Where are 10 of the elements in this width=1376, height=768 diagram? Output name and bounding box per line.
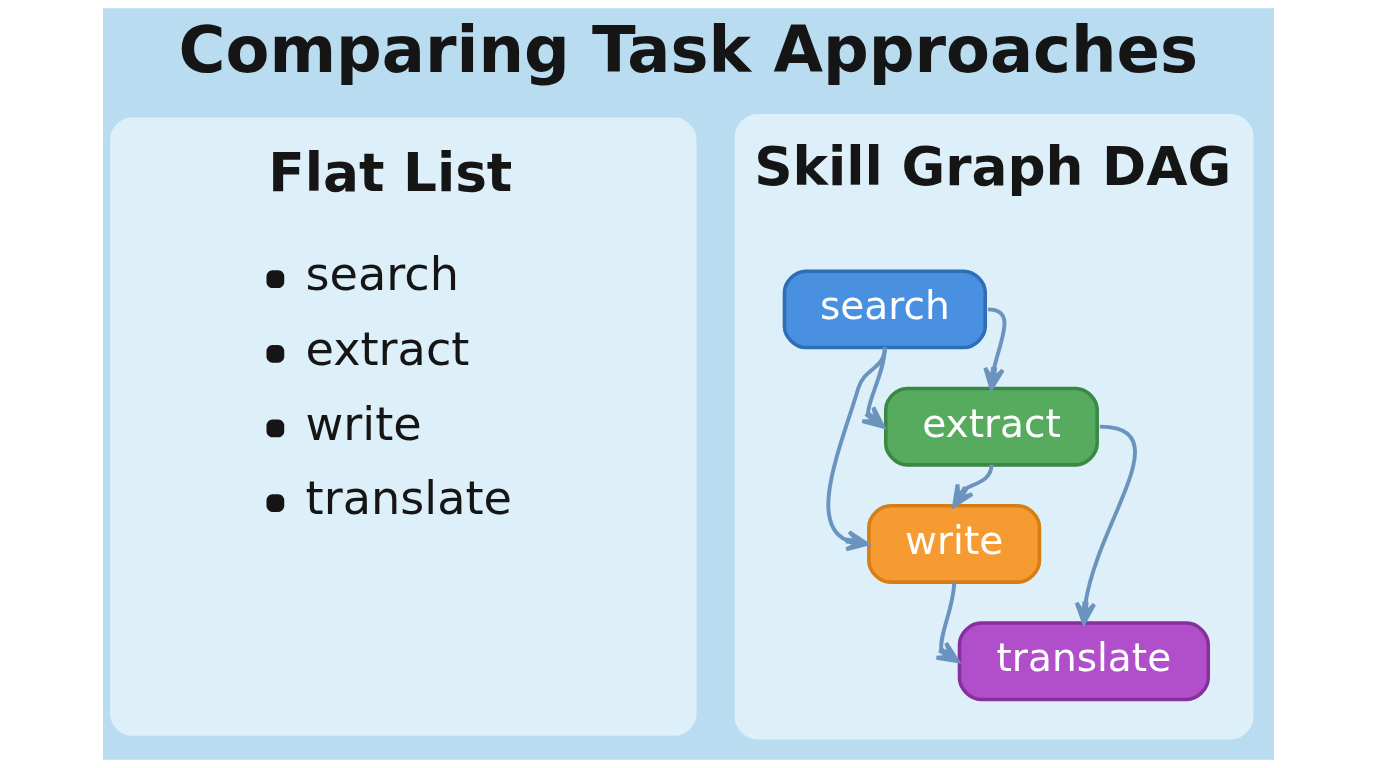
node-box: write: [866, 503, 1041, 584]
node-box: extract: [883, 386, 1099, 467]
arrow: [825, 347, 887, 552]
diagram-title: Comparing Task Approaches: [178, 12, 1198, 87]
node-box: Flat List search extract write translate: [109, 117, 696, 736]
node-box: search: [782, 269, 987, 350]
arrow: [1074, 424, 1137, 625]
arrow: [951, 464, 993, 508]
arrow: [934, 582, 960, 664]
node-box: translate: [957, 621, 1210, 702]
